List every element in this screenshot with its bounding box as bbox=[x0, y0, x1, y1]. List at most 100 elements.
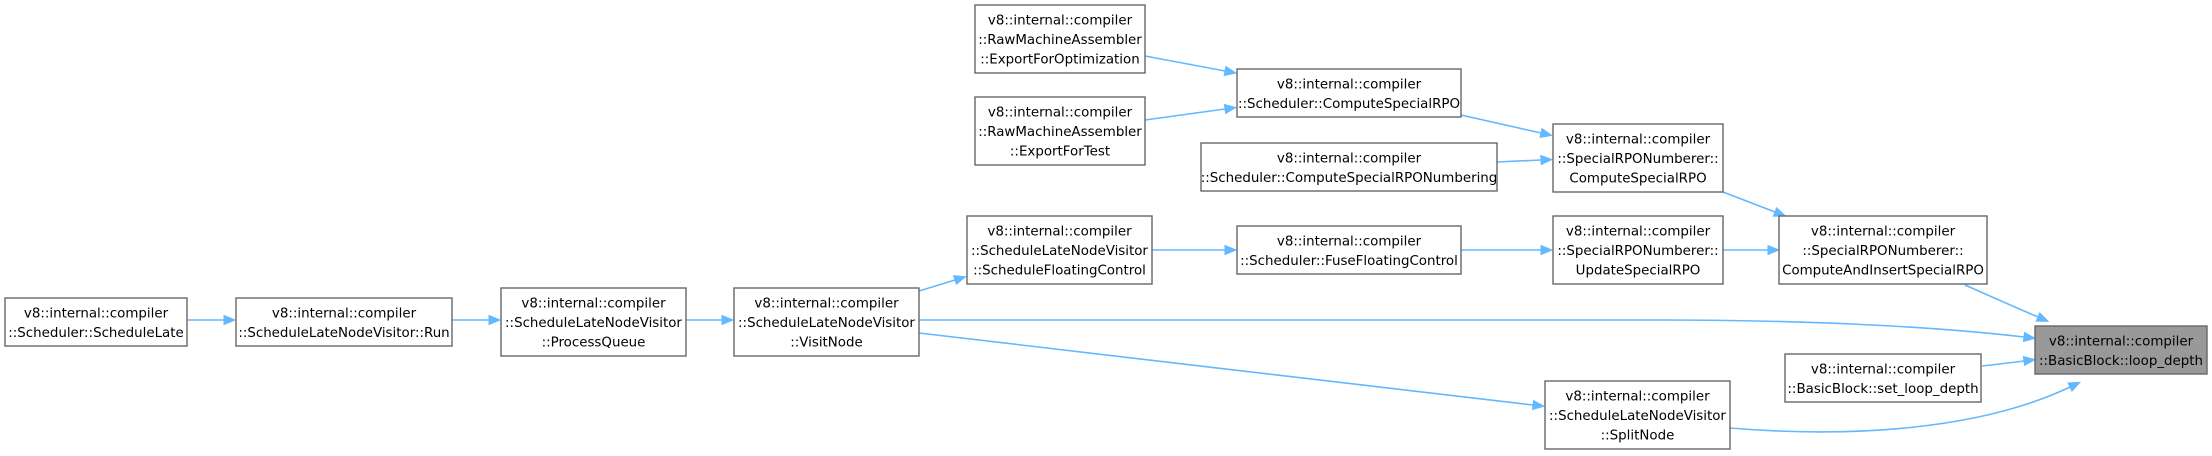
edge-line bbox=[1460, 114, 1542, 134]
node-label-line: v8::internal::compiler bbox=[1277, 234, 1422, 249]
arrowhead-icon bbox=[2067, 381, 2082, 392]
arrowhead-icon bbox=[1223, 65, 1238, 77]
node-box bbox=[1552, 215, 1724, 285]
arrowhead-icon bbox=[488, 314, 502, 326]
arrowhead-icon bbox=[2022, 331, 2037, 343]
node-export-for-test[interactable]: v8::internal::compiler::RawMachineAssemb… bbox=[974, 96, 1146, 166]
node-label-line: v8::internal::compiler bbox=[1565, 390, 1710, 405]
arrowhead-icon bbox=[1772, 206, 1787, 217]
edge-scheduler_compute_rpo-to-numberer_compute_rpo bbox=[1460, 114, 1554, 139]
edge-line bbox=[1496, 159, 1542, 163]
graph-nodes: v8::internal::compiler::BasicBlock::loop… bbox=[4, 4, 2208, 450]
node-label-line: v8::internal::compiler bbox=[2049, 334, 2194, 349]
arrowhead-icon bbox=[223, 314, 237, 326]
node-label-line: ::ExportForTest bbox=[1010, 145, 1110, 160]
node-label-line: ::ScheduleLateNodeVisitor bbox=[505, 316, 682, 331]
edge-visit_node-to-schedule_floating bbox=[918, 275, 967, 292]
node-label-line: ::Scheduler::ComputeSpecialRPO bbox=[1238, 97, 1460, 112]
node-split-node[interactable]: v8::internal::compiler::ScheduleLateNode… bbox=[1544, 380, 1731, 450]
arrowhead-icon bbox=[952, 275, 967, 286]
node-label-line: ::Scheduler::ScheduleLate bbox=[8, 326, 184, 341]
node-box bbox=[966, 215, 1153, 285]
arrowhead-icon bbox=[2022, 355, 2037, 367]
edge-line bbox=[1729, 386, 2071, 433]
edge-set_loop_depth-to-loop_depth bbox=[1981, 355, 2037, 367]
node-label-line: ::ExportForOptimization bbox=[980, 53, 1139, 68]
node-label-line: ::RawMachineAssembler bbox=[978, 33, 1142, 48]
node-box bbox=[1784, 353, 1982, 403]
node-box bbox=[1236, 225, 1462, 275]
edge-line bbox=[1144, 55, 1226, 72]
node-box bbox=[1236, 68, 1462, 118]
edge-line bbox=[918, 332, 1534, 406]
arrowhead-icon bbox=[1223, 103, 1238, 115]
edge-line bbox=[919, 319, 2025, 338]
node-label-line: UpdateSpecialRPO bbox=[1576, 264, 1701, 279]
arrowhead-icon bbox=[1767, 244, 1781, 256]
edge-update_rpo-to-compute_insert_rpo bbox=[1723, 244, 1781, 256]
edge-line bbox=[1964, 284, 2039, 318]
node-label-line: ::ScheduleLateNodeVisitor::Run bbox=[238, 326, 449, 341]
node-label-line: ::VisitNode bbox=[790, 336, 863, 351]
edge-split_node-to-loop_depth bbox=[1729, 381, 2082, 433]
arrowhead-icon bbox=[1540, 244, 1554, 256]
node-schedule-floating[interactable]: v8::internal::compiler::ScheduleLateNode… bbox=[966, 215, 1153, 285]
node-label-line: v8::internal::compiler bbox=[988, 106, 1133, 121]
arrowhead-icon bbox=[1224, 244, 1238, 256]
node-box bbox=[1778, 215, 1988, 285]
node-box bbox=[974, 96, 1146, 166]
node-visit-node[interactable]: v8::internal::compiler::ScheduleLateNode… bbox=[733, 287, 920, 357]
edge-visit_node-to-loop_depth bbox=[919, 319, 2037, 343]
edge-line bbox=[1981, 360, 2025, 367]
node-box bbox=[733, 287, 920, 357]
edge-line bbox=[1722, 191, 1776, 213]
node-compute-rpo-numbering[interactable]: v8::internal::compiler::Scheduler::Compu… bbox=[1200, 142, 1498, 192]
node-label-line: v8::internal::compiler bbox=[521, 297, 666, 312]
node-label-line: v8::internal::compiler bbox=[1277, 77, 1422, 92]
node-scheduler-compute-rpo[interactable]: v8::internal::compiler::Scheduler::Compu… bbox=[1236, 68, 1462, 118]
node-label-line: ::RawMachineAssembler bbox=[978, 125, 1142, 140]
edge-export_for_test-to-scheduler_compute_rpo bbox=[1144, 103, 1238, 121]
node-box bbox=[235, 297, 453, 347]
node-fuse-floating[interactable]: v8::internal::compiler::Scheduler::FuseF… bbox=[1236, 225, 1462, 275]
node-box bbox=[2034, 325, 2208, 375]
edge-compute_insert_rpo-to-loop_depth bbox=[1964, 284, 2050, 322]
node-label-line: ::Scheduler::ComputeSpecialRPONumbering bbox=[1201, 171, 1498, 186]
node-label-line: v8::internal::compiler bbox=[272, 306, 417, 321]
edge-line bbox=[1144, 108, 1226, 121]
node-update-rpo[interactable]: v8::internal::compiler::SpecialRPONumber… bbox=[1552, 215, 1724, 285]
node-label-line: ::BasicBlock::set_loop_depth bbox=[1787, 382, 1978, 397]
node-label-line: v8::internal::compiler bbox=[988, 14, 1133, 29]
arrowhead-icon bbox=[721, 314, 735, 326]
edge-line bbox=[918, 279, 956, 292]
node-schedule-late[interactable]: v8::internal::compiler::Scheduler::Sched… bbox=[4, 297, 188, 347]
node-label-line: ::BasicBlock::loop_depth bbox=[2039, 354, 2203, 369]
node-label-line: v8::internal::compiler bbox=[1566, 225, 1711, 240]
edge-numberer_compute_rpo-to-compute_insert_rpo bbox=[1722, 191, 1787, 217]
arrowhead-icon bbox=[1531, 399, 1546, 411]
edge-fuse_floating-to-update_rpo bbox=[1461, 244, 1554, 256]
node-label-line: ::ScheduleLateNodeVisitor bbox=[738, 316, 915, 331]
node-export-for-opt[interactable]: v8::internal::compiler::RawMachineAssemb… bbox=[974, 4, 1146, 74]
node-set-loop-depth[interactable]: v8::internal::compiler::BasicBlock::set_… bbox=[1784, 353, 1982, 403]
edge-schedule_late-to-visitor_run bbox=[187, 314, 237, 326]
node-loop-depth[interactable]: v8::internal::compiler::BasicBlock::loop… bbox=[2034, 325, 2208, 375]
node-label-line: ComputeSpecialRPO bbox=[1569, 172, 1706, 187]
node-label-line: v8::internal::compiler bbox=[24, 306, 169, 321]
edge-export_for_opt-to-scheduler_compute_rpo bbox=[1144, 55, 1238, 77]
node-visitor-run[interactable]: v8::internal::compiler::ScheduleLateNode… bbox=[235, 297, 453, 347]
node-label-line: v8::internal::compiler bbox=[987, 225, 1132, 240]
arrowhead-icon bbox=[2035, 311, 2050, 322]
node-compute-insert-rpo[interactable]: v8::internal::compiler::SpecialRPONumber… bbox=[1778, 215, 1988, 285]
node-label-line: ComputeAndInsertSpecialRPO bbox=[1782, 264, 1984, 279]
node-process-queue[interactable]: v8::internal::compiler::ScheduleLateNode… bbox=[500, 287, 687, 357]
node-numberer-compute-rpo[interactable]: v8::internal::compiler::SpecialRPONumber… bbox=[1552, 123, 1724, 193]
arrowhead-icon bbox=[1540, 154, 1554, 166]
edge-process_queue-to-visit_node bbox=[686, 314, 735, 326]
node-label-line: v8::internal::compiler bbox=[754, 297, 899, 312]
node-box bbox=[500, 287, 687, 357]
graph-edges bbox=[187, 55, 2082, 433]
edge-compute_rpo_numbering-to-numberer_compute_rpo bbox=[1496, 154, 1554, 166]
node-label-line: ::ScheduleLateNodeVisitor bbox=[971, 244, 1148, 259]
